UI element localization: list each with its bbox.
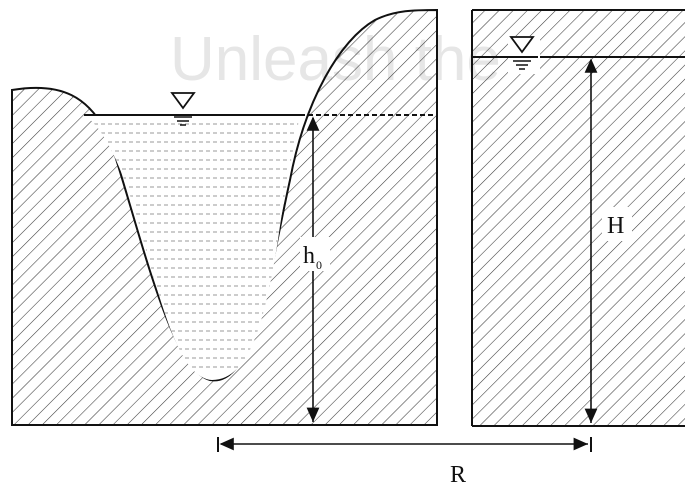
R-label: R <box>450 462 466 488</box>
water-level-triangle-icon <box>170 92 196 126</box>
h0-label-bg <box>300 237 330 271</box>
H-label-bg <box>602 207 632 241</box>
h0-label: h <box>303 243 315 269</box>
h0-label-subscript: 0 <box>316 258 322 272</box>
R-dimension <box>217 437 592 452</box>
H-label: H <box>607 213 624 239</box>
water-level-triangle-icon <box>506 36 540 74</box>
right-soil-block <box>471 9 685 427</box>
